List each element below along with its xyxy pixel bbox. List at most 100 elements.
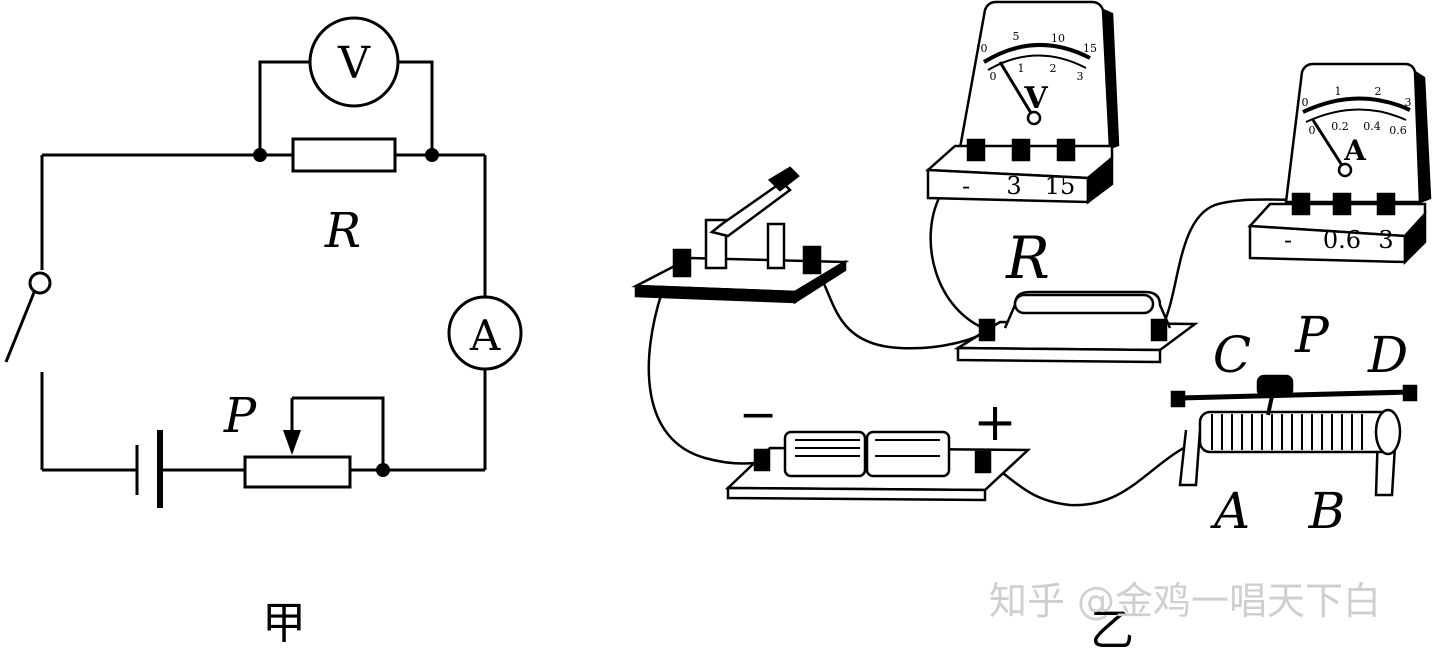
rheostat-p (243, 455, 352, 489)
ammeter-terminal-label-06: 0.6 (1323, 226, 1361, 254)
resistor-terminal-left (978, 318, 996, 342)
resistor-terminal-right (1150, 318, 1168, 342)
ammeter-scale-top-1: 1 (1335, 85, 1342, 98)
voltmeter-pivot (1026, 110, 1042, 126)
voltmeter-case-side (1102, 8, 1120, 150)
wire-switch-to-resistor (816, 271, 989, 350)
battery-box (724, 430, 1032, 502)
rheostat-terminal-d (1402, 384, 1418, 402)
connecting-wires (647, 195, 1301, 507)
voltmeter-terminal-label-minus: - (962, 172, 970, 200)
switch-base-side (793, 259, 847, 305)
voltmeter-scale-top-0: 0 (981, 42, 988, 55)
ammeter-pivot (1337, 162, 1353, 178)
ammeter-terminal (1291, 192, 1311, 216)
rheostat-leg-left (1178, 429, 1202, 487)
switch-post-left (672, 248, 692, 278)
wire-resistor-to-ammeter (1158, 198, 1301, 331)
voltmeter-scale-top-15: 15 (1083, 42, 1097, 55)
voltmeter-terminal (966, 138, 986, 162)
rheostat-slider-arrowhead (283, 430, 301, 455)
rheostat-label-b: B (1308, 482, 1346, 540)
apparatus-labels: R − + V 0 5 10 15 0 1 2 3 - 3 15 A 0 1 2… (739, 30, 1412, 656)
voltmeter-scale-bottom-1: 1 (1018, 62, 1025, 75)
ammeter-case-side (1414, 70, 1432, 204)
caption-yi: 乙 (1090, 605, 1134, 656)
voltmeter-scale-bottom-2: 2 (1050, 62, 1057, 75)
ammeter-scale-bottom-02: 0.2 (1331, 120, 1349, 133)
rheostat-end-cap (1374, 408, 1402, 456)
rheostat-label-d: D (1367, 326, 1408, 384)
ammeter-terminal-label-minus: - (1284, 226, 1292, 254)
battery-cell-left (783, 430, 867, 478)
rheostat-slider (1256, 374, 1294, 398)
voltmeter-needle (998, 61, 1036, 119)
schematic-labels: V A R P 甲 (223, 38, 501, 649)
voltmeter-terminal (1056, 138, 1076, 162)
wire-resistor-to-voltmeter (929, 195, 989, 332)
voltmeter-device (924, 0, 1120, 205)
ammeter-scale-bottom-04: 0.4 (1363, 120, 1381, 133)
rheostat-slider-bar (1179, 389, 1411, 401)
ammeter-letter: A (469, 311, 501, 360)
resistor-label: R (1005, 224, 1050, 292)
battery-terminal-minus (753, 448, 771, 472)
ammeter-scale-bottom-0: 0 (1309, 124, 1316, 137)
ammeter-scale-top-3: 3 (1405, 96, 1412, 109)
ammeter-symbol (447, 295, 523, 371)
ammeter-letter: A (1343, 134, 1367, 167)
rheostat-slider-contact (1266, 395, 1274, 416)
voltmeter-scale-arc (982, 42, 1091, 64)
voltmeter-branch-wire (258, 60, 434, 155)
battery-base-front (726, 486, 987, 502)
resistor-base-front (956, 346, 1162, 364)
rheostat-terminal-c (1170, 390, 1186, 408)
wire-switch-to-battery (647, 291, 763, 465)
switch-blade (4, 289, 37, 363)
voltmeter-scale-top-5: 5 (1013, 30, 1020, 43)
junction-dot (253, 148, 267, 162)
ammeter-needle (1311, 119, 1347, 171)
voltmeter-base-side (1086, 155, 1114, 205)
rheostat-coil-windings (1211, 414, 1363, 450)
battery-minus-label: − (739, 387, 778, 441)
voltmeter-scale-bottom-0: 0 (990, 70, 997, 83)
voltmeter-terminal (1011, 138, 1031, 162)
sliding-rheostat (1170, 374, 1418, 497)
rheostat-slider-wire (292, 396, 385, 470)
junction-dot (425, 148, 439, 162)
switch-clip (766, 222, 786, 270)
battery-cell-shading (795, 439, 940, 457)
voltmeter-scale-arc-inner (987, 54, 1087, 71)
junction-dot (376, 463, 390, 477)
voltmeter-case (958, 0, 1112, 150)
voltmeter-scale-top-10: 10 (1051, 32, 1065, 45)
resistor-r (291, 137, 397, 173)
rheostat-label: P (223, 388, 257, 444)
knife-switch (631, 166, 850, 305)
apparatus-diagram (631, 0, 1432, 507)
resistor-element (1013, 293, 1155, 315)
ammeter-base-side (1403, 210, 1427, 266)
switch-post-right (802, 245, 822, 275)
voltmeter-scale-bottom-3: 3 (1077, 70, 1084, 83)
voltmeter-symbol (308, 16, 400, 108)
voltmeter-letter: V (1023, 81, 1048, 116)
rheostat-label-a: A (1210, 482, 1250, 540)
ammeter-scale-top-2: 2 (1375, 85, 1382, 98)
ammeter-scale-bottom-06: 0.6 (1389, 124, 1407, 137)
battery-plus-label: + (973, 393, 1017, 453)
resistor-board (953, 290, 1199, 364)
watermark: 知乎 @金鸡一唱天下白 (989, 579, 1381, 623)
ammeter-scale-top-0: 0 (1302, 96, 1309, 109)
caption-jia: 甲 (262, 598, 306, 649)
ammeter-terminal (1376, 192, 1396, 216)
rheostat-label-c: C (1213, 326, 1251, 384)
ammeter-device (1247, 62, 1432, 266)
wire-battery-to-rheostat (981, 438, 1201, 507)
voltmeter-terminal-label-3: 3 (1006, 172, 1021, 200)
switch-handle (767, 166, 800, 192)
ammeter-terminal-label-3: 3 (1378, 226, 1393, 254)
switch-pivot (28, 271, 52, 295)
